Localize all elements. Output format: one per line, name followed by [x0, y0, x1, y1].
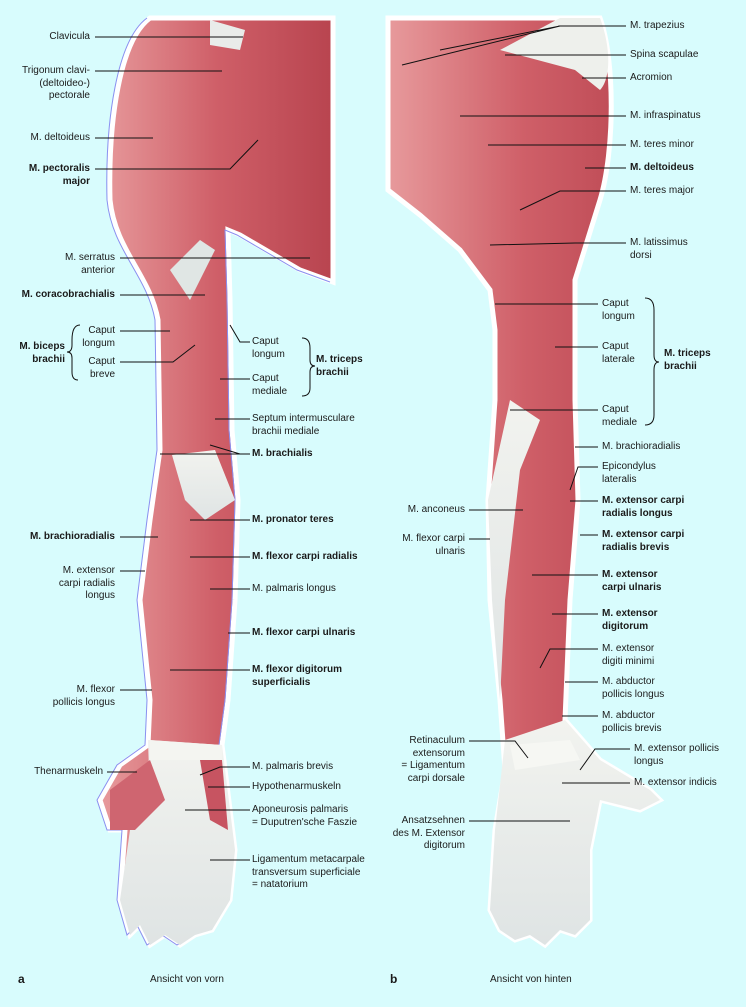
label-flexor-digitorum-superficialis: M. flexor digitorum superficialis — [252, 664, 342, 688]
label-trigonum-clavipectorale: Trigonum clavi- (deltoideo-) pectorale — [22, 65, 90, 102]
label-ligamentum-metacarpale: Ligamentum metacarpale transversum super… — [252, 854, 365, 891]
label-retinaculum-extensorum: Retinaculum extensorum = Ligamentum carp… — [401, 735, 465, 784]
label-flexor-pollicis-longus: M. flexor pollicis longus — [52, 684, 115, 708]
label-biceps-brachii: M. biceps brachii — [19, 341, 65, 365]
label-triceps-caput-longum: Caput longum — [252, 336, 285, 360]
label-anconeus: M. anconeus — [407, 504, 465, 515]
label-abductor-pollicis-longus: M. abductor pollicis longus — [602, 676, 665, 700]
label-deltoideus-back: M. deltoideus — [630, 162, 694, 173]
label-brachialis: M. brachialis — [252, 448, 313, 459]
label-palmaris-longus: M. palmaris longus — [252, 583, 336, 594]
label-abductor-pollicis-brevis: M. abductor pollicis brevis — [602, 710, 662, 734]
leader-lines — [66, 25, 660, 861]
label-hypothenarmuskeln: Hypothenarmuskeln — [252, 781, 341, 792]
label-palmaris-brevis: M. palmaris brevis — [252, 761, 334, 772]
panel-letter-a: a — [18, 972, 25, 986]
label-flexor-carpi-ulnaris: M. flexor carpi ulnaris — [252, 627, 356, 638]
label-biceps-caput-longum: Caput longum — [82, 325, 115, 349]
panel-letter-b: b — [390, 972, 398, 986]
label-aponeurosis-palmaris: Aponeurosis palmaris = Duputren'sche Fas… — [252, 804, 358, 828]
label-pectoralis-major: M. pectoralis major — [28, 163, 90, 187]
label-trapezius: M. trapezius — [630, 20, 685, 31]
label-teres-minor: M. teres minor — [630, 139, 694, 150]
label-extensor-pollicis-longus: M. extensor pollicis longus — [634, 743, 720, 767]
label-caput-laterale: Caput laterale — [602, 341, 635, 365]
label-infraspinatus: M. infraspinatus — [630, 110, 701, 121]
label-thenarmuskeln: Thenarmuskeln — [34, 766, 103, 777]
label-acromion: Acromion — [630, 72, 673, 83]
label-flexor-carpi-radialis: M. flexor carpi radialis — [252, 551, 358, 562]
front-arm-illustration — [96, 15, 336, 949]
label-brachioradialis: M. brachioradialis — [29, 531, 115, 542]
label-extensor-carpi-ulnaris: M. extensor carpi ulnaris — [602, 569, 662, 593]
label-extensor-carpi-radialis-longus: M. extensor carpi radialis longus — [58, 565, 115, 602]
label-pronator-teres: M. pronator teres — [252, 514, 334, 525]
label-biceps-caput-breve: Caput breve — [88, 356, 115, 380]
label-latissimus-dorsi: M. latissimus dorsi — [630, 237, 688, 261]
label-extensor-digiti-minimi: M. extensor digiti minimi — [602, 643, 655, 667]
label-septum-intermusculare: Septum intermusculare brachii mediale — [252, 413, 355, 437]
label-caput-mediale-back: Caput mediale — [602, 404, 638, 428]
label-brachioradialis-back: M. brachioradialis — [602, 441, 681, 452]
label-extensor-indicis: M. extensor indicis — [634, 777, 717, 788]
label-teres-major: M. teres major — [630, 185, 694, 196]
caption-back-view: Ansicht von hinten — [490, 974, 572, 985]
label-coracobrachialis: M. coracobrachialis — [21, 289, 115, 300]
label-deltoideus: M. deltoideus — [30, 132, 90, 143]
label-extensor-digitorum: M. extensor digitorum — [602, 608, 658, 632]
label-caput-longum-back: Caput longum — [602, 298, 635, 322]
label-flexor-carpi-ulnaris-back: M. flexor carpi ulnaris — [402, 533, 465, 557]
label-spina-scapulae: Spina scapulae — [630, 49, 699, 60]
label-triceps-brachii-back: M. triceps brachii — [664, 348, 711, 372]
back-arm-illustration — [385, 15, 665, 949]
label-clavicula: Clavicula — [49, 31, 90, 42]
label-triceps-brachii: M. triceps brachii — [316, 354, 363, 378]
label-ansatzsehnen: Ansatzsehnen des M. Extensor digitorum — [392, 815, 465, 852]
label-epicondylus-lateralis: Epicondylus lateralis — [602, 461, 656, 485]
label-extensor-carpi-radialis-longus: M. extensor carpi radialis longus — [602, 495, 685, 519]
label-extensor-carpi-radialis-brevis: M. extensor carpi radialis brevis — [602, 529, 685, 553]
label-triceps-caput-mediale: Caput mediale — [252, 373, 288, 397]
caption-front-view: Ansicht von vorn — [150, 974, 224, 985]
label-serratus-anterior: M. serratus anterior — [64, 252, 115, 276]
